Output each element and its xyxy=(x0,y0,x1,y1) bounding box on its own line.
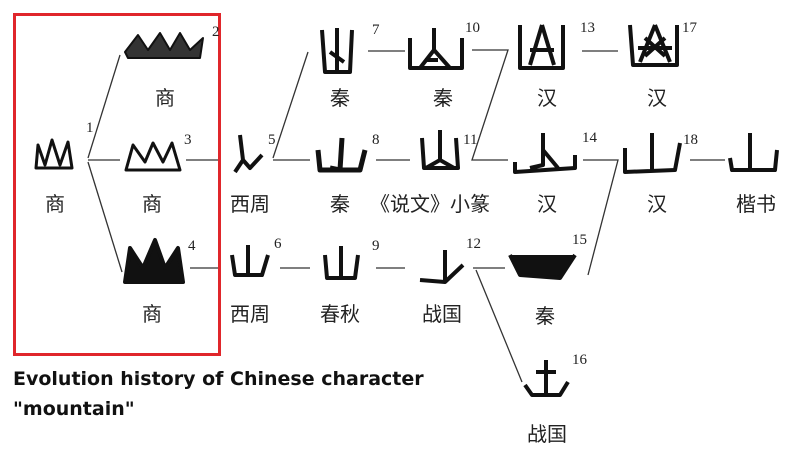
glyph-18-icon xyxy=(623,133,682,174)
node-label-18: 汉 xyxy=(647,192,667,216)
highlight-box-shang-dynasty xyxy=(13,13,221,356)
node-label-9: 春秋 xyxy=(320,302,360,326)
glyph-3-icon xyxy=(124,141,182,172)
glyph-8-icon xyxy=(315,137,368,173)
node-number-18: 18 xyxy=(683,132,698,148)
connector-10-13 xyxy=(471,49,509,161)
glyph-14-icon xyxy=(513,133,577,174)
node-label-kaishu: 楷书 xyxy=(736,192,776,216)
node-label-11: 《说文》小篆 xyxy=(370,192,490,216)
node-number-5: 5 xyxy=(268,132,276,148)
node-number-13: 13 xyxy=(580,20,595,36)
node-label-16: 战国 xyxy=(527,422,567,446)
node-number-10: 10 xyxy=(465,20,480,36)
node-number-8: 8 xyxy=(372,132,380,148)
node-label-3: 商 xyxy=(142,192,162,216)
glyph-16-icon xyxy=(523,360,570,397)
node-number-2: 2 xyxy=(212,24,220,40)
node-label-4: 商 xyxy=(142,302,162,326)
node-label-12: 战国 xyxy=(422,302,462,326)
node-number-12: 12 xyxy=(466,236,481,252)
node-label-2: 商 xyxy=(155,86,175,110)
glyph-9-icon xyxy=(323,246,360,280)
node-label-17: 汉 xyxy=(647,86,667,110)
connector-5-7 xyxy=(272,51,309,159)
glyph-4-icon xyxy=(123,238,185,284)
node-number-6: 6 xyxy=(274,236,282,252)
node-label-15: 秦 xyxy=(535,304,555,328)
glyph-10-icon xyxy=(408,28,464,70)
node-number-11: 11 xyxy=(463,132,478,148)
node-label-8: 秦 xyxy=(330,192,350,216)
glyph-13-icon xyxy=(518,24,565,70)
connector-14-18 xyxy=(583,159,619,276)
glyph-6-icon xyxy=(230,245,270,277)
connector-12-16 xyxy=(475,269,523,383)
node-label-14: 汉 xyxy=(537,192,557,216)
node-number-14: 14 xyxy=(582,130,597,146)
node-label-13: 汉 xyxy=(537,86,557,110)
node-number-1: 1 xyxy=(86,120,94,136)
connector-1-2 xyxy=(87,54,121,159)
node-number-4: 4 xyxy=(188,238,196,254)
node-number-16: 16 xyxy=(572,352,587,368)
node-number-15: 15 xyxy=(572,232,587,248)
node-number-3: 3 xyxy=(184,132,192,148)
node-label-5: 西周 xyxy=(230,192,270,216)
connector-1-4 xyxy=(87,161,123,273)
glyph-5-icon xyxy=(233,134,264,174)
node-label-1: 商 xyxy=(45,192,65,216)
glyph-12-icon xyxy=(419,250,465,284)
glyph-7-icon xyxy=(320,28,354,74)
glyph-17-icon xyxy=(628,24,679,67)
node-label-7: 秦 xyxy=(330,86,350,110)
caption-line-2: "mountain" xyxy=(13,398,135,420)
glyph-2-icon xyxy=(124,32,204,59)
glyph-11-icon xyxy=(420,130,460,170)
node-label-6: 西周 xyxy=(230,302,270,326)
caption-line-1: Evolution history of Chinese character xyxy=(13,368,424,390)
glyph-1-icon xyxy=(34,138,74,170)
glyph-kaishu-icon xyxy=(728,133,779,172)
node-number-7: 7 xyxy=(372,22,380,38)
node-number-9: 9 xyxy=(372,238,380,254)
node-number-17: 17 xyxy=(682,20,697,36)
glyph-15-icon xyxy=(508,253,577,280)
node-label-10: 秦 xyxy=(433,86,453,110)
